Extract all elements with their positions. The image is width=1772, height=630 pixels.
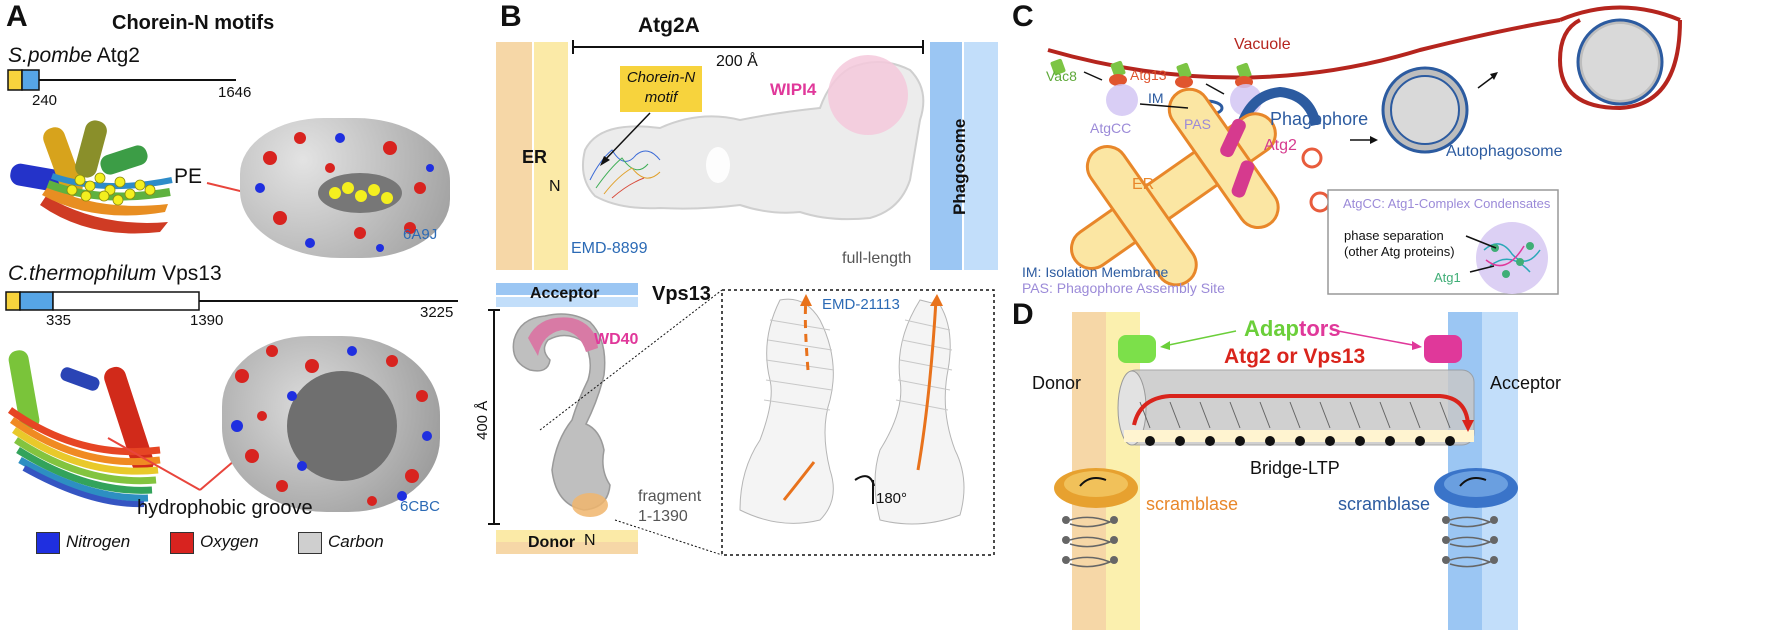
scramblase-right-label: scramblase: [1338, 494, 1431, 514]
pe-label: PE: [174, 165, 203, 188]
donor-label-d: Donor: [1032, 373, 1082, 393]
phase-separation-label: phase separation (other Atg proteins): [1344, 228, 1455, 260]
cthermo-species: C.thermophilum: [8, 262, 157, 285]
atg2a-title: Atg2A: [638, 14, 700, 37]
full-length-label: full-length: [842, 250, 912, 267]
spombe-pdb: 6A9J: [403, 226, 438, 243]
donor-membrane-bottom: [496, 542, 638, 554]
panel-c-letter: C: [1012, 0, 1034, 33]
er-label: ER: [522, 147, 548, 167]
spombe-protein: Atg2: [96, 44, 140, 67]
scramblase-left-label: scramblase: [1146, 494, 1239, 514]
spombe-species: S.pombe: [8, 44, 93, 67]
vac8-label: Vac8: [1046, 68, 1077, 84]
footnote-pas: PAS: Phagophore Assembly Site: [1022, 280, 1225, 296]
phagosome-membrane-inner: [930, 42, 962, 270]
chorein-line2: motif: [644, 89, 678, 106]
atgcc-label: AtgCC: [1090, 120, 1132, 136]
vps13-cartoon-structure: [7, 350, 283, 508]
autophagy-schematic: [1047, 5, 1682, 295]
adaptors-label: Adaptors: [1244, 316, 1341, 342]
panel-b-letter: B: [500, 0, 522, 33]
cthermo-pdb: 6CBC: [400, 498, 441, 515]
legend-nitrogen-swatch: [36, 532, 60, 554]
atg2-surface-atoms: [255, 132, 434, 252]
cthermo-length: 3225: [420, 304, 454, 321]
atg2-surface-structure: [240, 118, 450, 258]
legend-carbon-swatch: [298, 532, 322, 554]
atg1-label: Atg1: [1434, 270, 1461, 285]
atg2-vps13-title: Atg2 or Vps13: [1224, 345, 1366, 368]
spombe-mark: 240: [32, 92, 58, 109]
autophagosome-label: Autophagosome: [1446, 143, 1563, 160]
legend-nitrogen-label: Nitrogen: [66, 532, 131, 551]
spombe-length: 1646: [218, 84, 252, 101]
vps13-surface-structure: [222, 336, 440, 512]
spombe-domain-bar: [7, 69, 236, 91]
rotation-label: 180°: [876, 490, 908, 507]
cthermo-protein: Vps13: [162, 262, 222, 285]
atg13-label: Atg13: [1130, 67, 1167, 83]
vps13-title: Vps13: [652, 283, 711, 305]
atg2-cartoon-structure: [10, 120, 299, 234]
fragment-line1: fragment: [638, 488, 702, 505]
vps13-surface-atoms: [231, 345, 432, 506]
phagophore-label: Phagophore: [1270, 109, 1369, 129]
vps13-map: [488, 289, 995, 556]
groove-label: hydrophobic groove: [137, 497, 313, 519]
er-label-c: ER: [1132, 176, 1155, 193]
adaptors-prefix: Adap: [1244, 316, 1299, 341]
acceptor-label-d: Acceptor: [1490, 373, 1562, 393]
wipi4-label: WIPI4: [770, 80, 817, 99]
spombe-label: S.pombe Atg2: [8, 44, 140, 68]
cthermo-mark1: 335: [46, 312, 72, 329]
wd40-label: WD40: [594, 331, 639, 348]
n-terminus-label-2: N: [584, 532, 596, 549]
distance-label: 200 Å: [716, 53, 758, 70]
pas-label: PAS: [1184, 116, 1211, 132]
panel-a-letter: A: [6, 0, 28, 33]
chorein-motif-box: Chorein-N motif: [620, 66, 702, 112]
chorein-line1: Chorein-N: [626, 69, 696, 86]
panel-a-title: Chorein-N motifs: [112, 12, 275, 34]
atg2a-map: [572, 40, 925, 221]
acceptor-label-b: Acceptor: [530, 285, 600, 302]
fragment-line2: 1-1390: [638, 508, 688, 525]
footnote-im: IM: Isolation Membrane: [1022, 264, 1169, 280]
acceptor-membrane-bottom: [496, 297, 638, 307]
legend-oxygen-label: Oxygen: [200, 532, 259, 551]
atg2-label: Atg2: [1264, 137, 1297, 154]
acceptor-membrane-top: [496, 283, 638, 295]
emd-8899-label: EMD-8899: [571, 240, 648, 257]
cthermo-mark2: 1390: [190, 312, 224, 329]
legend-oxygen-swatch: [170, 532, 194, 554]
vps13-domain-bar: [5, 291, 458, 311]
donor-membrane-top: [496, 530, 638, 542]
panel-d-letter: D: [1012, 298, 1034, 331]
legend-carbon-label: Carbon: [328, 532, 384, 551]
bridge-ltp-label: Bridge-LTP: [1250, 458, 1340, 478]
phase-sep-line2: (other Atg proteins): [1344, 244, 1455, 259]
adaptors-suffix: tors: [1299, 316, 1341, 341]
im-label: IM: [1148, 90, 1164, 106]
donor-label-b: Donor: [528, 534, 576, 551]
cthermo-label: C.thermophilum Vps13: [8, 262, 222, 286]
vacuole-label: Vacuole: [1234, 36, 1291, 53]
phagosome-membrane-outer: [964, 42, 998, 270]
fragment-label: fragment 1-1390: [638, 487, 701, 527]
phase-sep-line1: phase separation: [1344, 228, 1444, 243]
n-terminus-label-1: N: [549, 178, 561, 195]
er-membrane-inner: [534, 42, 568, 270]
emd-21113-label: EMD-21113: [822, 296, 900, 313]
er-membrane-outer: [496, 42, 532, 270]
atgcc-box-title: AtgCC: Atg1-Complex Condensates: [1343, 196, 1551, 211]
